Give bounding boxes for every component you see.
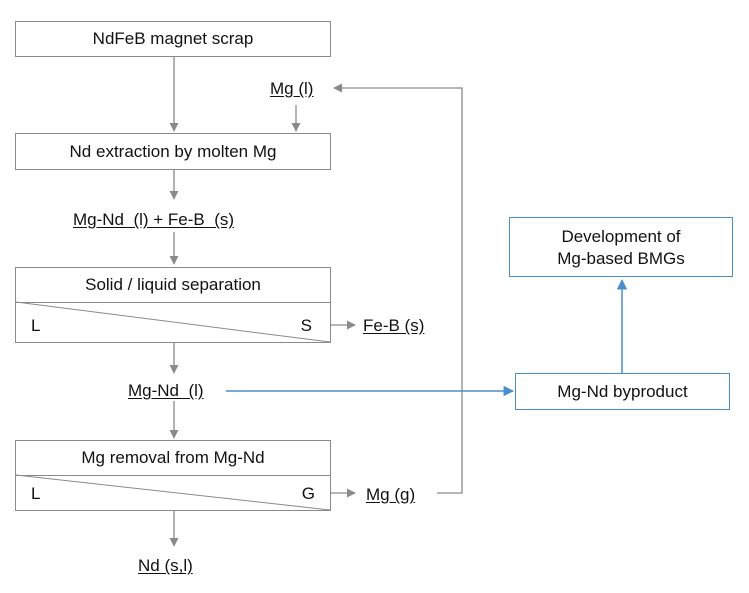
extraction-box: Nd extraction by molten Mg	[15, 133, 331, 170]
byproduct-label: Mg-Nd byproduct	[557, 381, 688, 401]
removal-diagonal	[15, 474, 331, 511]
mg-liquid-label: Mg (l)	[270, 79, 314, 98]
mgnd-feb-label: Mg-Nd (l) + Fe-B (s)	[73, 210, 235, 229]
feb-solid-label: Fe-B (s)	[363, 316, 425, 335]
mgnd-liquid-label: Mg-Nd (l)	[128, 381, 204, 400]
separation-diagonal	[15, 301, 331, 343]
nd-product-label: Nd (s,l)	[138, 556, 193, 575]
arrow-recycle-mg	[333, 83, 463, 494]
mg-gas-label: Mg (g)	[366, 485, 416, 504]
byproduct-box: Mg-Nd byproduct	[515, 373, 730, 410]
removal-right-label: G	[301, 484, 315, 503]
separation-title: Solid / liquid separation	[16, 268, 330, 303]
development-label-line2: Mg-based BMGs	[557, 249, 685, 268]
removal-box: Mg removal from Mg-Nd L G	[15, 440, 331, 511]
development-box: Development of Mg-based BMGs	[509, 217, 733, 277]
scrap-box: NdFeB magnet scrap	[15, 21, 331, 57]
removal-title: Mg removal from Mg-Nd	[16, 441, 330, 476]
development-label-line1: Development of	[561, 227, 681, 246]
scrap-label: NdFeB magnet scrap	[92, 29, 254, 48]
extraction-label: Nd extraction by molten Mg	[69, 141, 277, 161]
separation-right-label: S	[300, 316, 312, 335]
removal-left-label: L	[31, 484, 41, 503]
separation-box: Solid / liquid separation L S	[15, 267, 331, 343]
separation-left-label: L	[31, 316, 41, 335]
